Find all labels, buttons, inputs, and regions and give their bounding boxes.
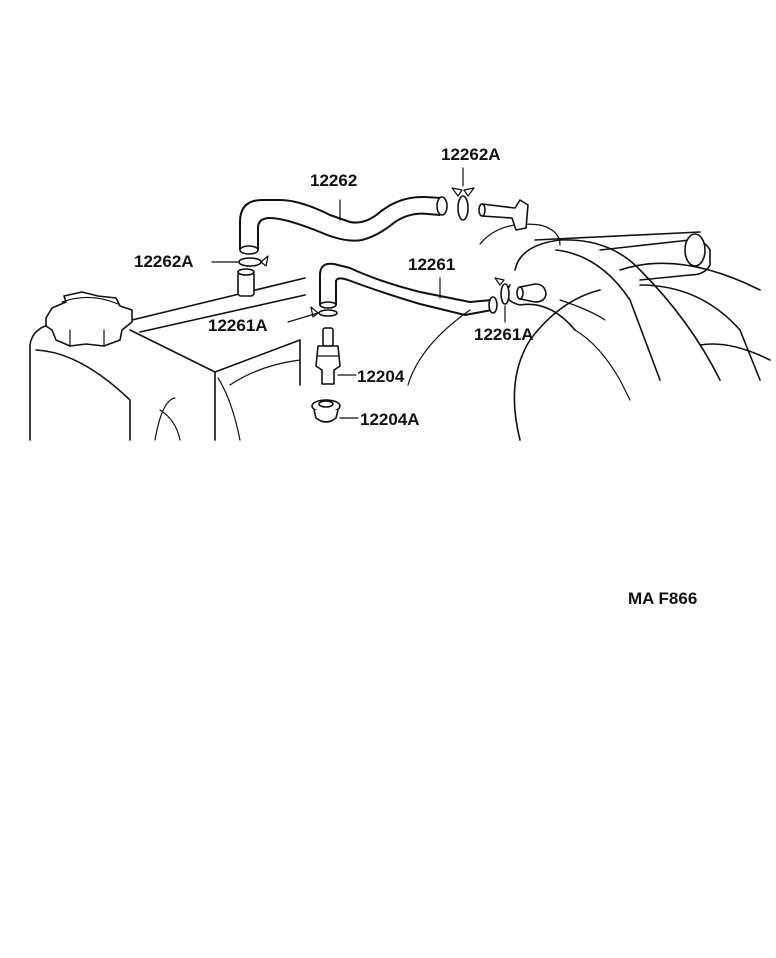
oil-filler-cap xyxy=(45,291,133,347)
clamp-12262a-left xyxy=(211,255,269,267)
label-grommet-12204a: 12204A xyxy=(360,410,420,429)
cover-pipe xyxy=(237,268,255,297)
label-clamp-12262a-right: 12262A xyxy=(441,145,501,164)
clamp-12261a-right xyxy=(494,277,510,323)
hose-12262 xyxy=(239,195,448,255)
label-hose-12262: 12262 xyxy=(310,171,357,190)
manifold-upper-nipple xyxy=(478,199,529,231)
pcv-valve-12204 xyxy=(315,327,357,385)
figure-reference: MA F866 xyxy=(628,589,697,608)
label-hose-12261: 12261 xyxy=(408,255,455,274)
grommet-12204a xyxy=(311,399,359,423)
label-pcv-valve-12204: 12204 xyxy=(357,367,405,386)
clamp-12261a-left xyxy=(287,306,338,323)
label-clamp-12261a-left: 12261A xyxy=(208,316,268,335)
hose-12261 xyxy=(319,262,498,386)
clamp-12262a-right xyxy=(451,167,475,221)
manifold-lower-nipple xyxy=(516,283,547,303)
intake-manifold xyxy=(479,223,771,441)
label-clamp-12261a-right: 12261A xyxy=(474,325,534,344)
label-clamp-12262a-left: 12262A xyxy=(134,252,194,271)
